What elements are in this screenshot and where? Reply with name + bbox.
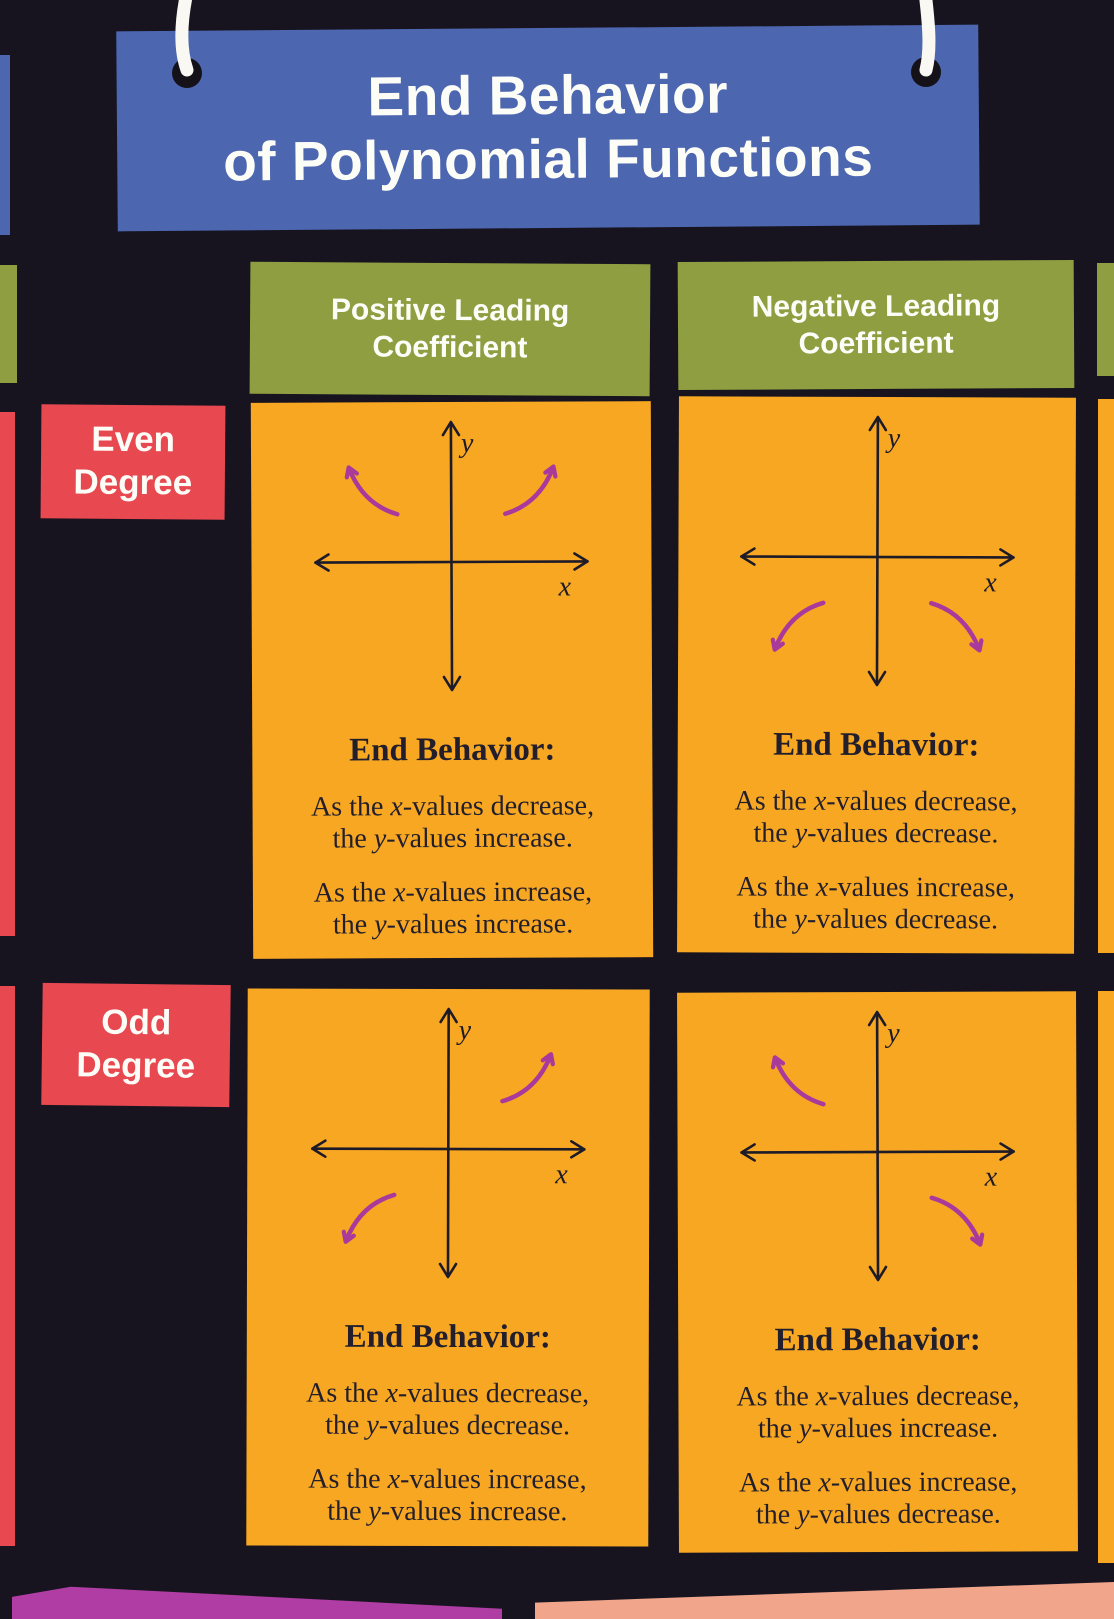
y-axis bbox=[446, 1009, 450, 1277]
end-behavior-statement: As the x-values increase,the y-values de… bbox=[739, 1466, 1018, 1531]
card-heading: End Behavior: bbox=[344, 1318, 552, 1356]
axis-arrowhead-up-icon bbox=[867, 1010, 886, 1027]
axis-arrowhead-up-icon bbox=[441, 420, 461, 437]
axis-arrowhead-left-icon bbox=[314, 553, 330, 572]
end-behavior-statement: As the x-values decrease,the y-values in… bbox=[736, 1380, 1020, 1445]
y-axis-label: y bbox=[884, 423, 900, 454]
coordinate-axes-graph: y x bbox=[314, 420, 589, 692]
x-axis bbox=[739, 555, 1015, 559]
banner-edge-sliver bbox=[0, 55, 10, 235]
y-axis-label: y bbox=[456, 1015, 472, 1046]
coordinate-axes-graph: y x bbox=[739, 415, 1015, 687]
x-axis-label: x bbox=[554, 1159, 568, 1190]
x-axis bbox=[311, 1147, 586, 1151]
end-behavior-statement: As the x-values increase,the y-values de… bbox=[736, 871, 1015, 936]
row-label-even-line2: Degree bbox=[73, 462, 193, 503]
end-behavior-statement: As the x-values increase,the y-values in… bbox=[313, 876, 593, 941]
x-axis bbox=[314, 560, 589, 564]
end-behavior-statement: As the x-values decrease,the y-values in… bbox=[310, 790, 595, 855]
end-behavior-statement: As the x-values decrease,the y-values de… bbox=[306, 1377, 590, 1442]
end-arrow-lower-left-icon bbox=[770, 600, 826, 652]
coordinate-axes-graph: y x bbox=[311, 1007, 586, 1279]
card-heading: End Behavior: bbox=[349, 731, 556, 769]
row-label-even-degree: Even Degree bbox=[40, 404, 226, 520]
column-header-positive-line2: Coefficient bbox=[372, 330, 528, 365]
column-header-negative-line2: Coefficient bbox=[798, 326, 954, 361]
coordinate-axes-graph: y x bbox=[739, 1010, 1015, 1282]
end-arrow-lower-right-icon bbox=[928, 600, 984, 653]
y-axis-label: y bbox=[884, 1018, 900, 1049]
y-axis bbox=[449, 422, 454, 690]
cutoff-column-header-right bbox=[1097, 263, 1114, 376]
column-header-negative: Negative Leading Coefficient bbox=[677, 259, 1075, 391]
row-label-even-line1: Even bbox=[91, 419, 176, 460]
end-arrow-lower-left-icon bbox=[341, 1192, 397, 1244]
axis-arrowhead-left-icon bbox=[739, 547, 756, 566]
cutoff-card-sliver-top bbox=[1098, 399, 1114, 953]
bottom-scrap-purple bbox=[12, 1586, 502, 1619]
card-heading: End Behavior: bbox=[774, 1321, 981, 1359]
row-label-odd-line2: Degree bbox=[76, 1045, 196, 1086]
cutoff-card-sliver-bottom bbox=[1098, 991, 1114, 1563]
x-axis-label: x bbox=[983, 1162, 997, 1193]
card-even-positive: y x End Behavior: As the x-values decrea… bbox=[250, 401, 654, 959]
axis-arrowhead-right-icon bbox=[998, 1142, 1015, 1161]
poster-title-line2: of Polynomial Functions bbox=[222, 125, 874, 193]
end-behavior-statement: As the x-values increase,the y-values in… bbox=[308, 1463, 587, 1528]
axis-arrowhead-up-icon bbox=[868, 415, 887, 432]
column-header-positive-line1: Positive Leading bbox=[330, 292, 570, 328]
y-axis-label: y bbox=[458, 428, 474, 459]
axis-arrowhead-right-icon bbox=[998, 548, 1015, 567]
y-axis bbox=[875, 1012, 879, 1280]
x-axis-label: x bbox=[558, 571, 572, 602]
end-arrow-upper-right-icon bbox=[503, 464, 558, 517]
axis-arrowhead-down-icon bbox=[438, 1262, 458, 1279]
bottom-scrap-peach bbox=[535, 1581, 1114, 1619]
y-axis bbox=[875, 417, 879, 685]
x-axis bbox=[739, 1150, 1015, 1154]
end-arrow-upper-left-icon bbox=[344, 465, 400, 517]
column-header-negative-line1: Negative Leading bbox=[751, 288, 1001, 324]
card-odd-positive: y x End Behavior: As the x-values decrea… bbox=[246, 988, 650, 1547]
axis-arrowhead-down-icon bbox=[867, 670, 886, 687]
column-header-positive: Positive Leading Coefficient bbox=[249, 261, 651, 397]
end-behavior-statement: As the x-values decrease,the y-values de… bbox=[734, 785, 1018, 850]
axis-arrowhead-right-icon bbox=[569, 1140, 586, 1159]
end-arrow-lower-right-icon bbox=[928, 1195, 984, 1247]
cutoff-row-label-sliver-bottom bbox=[0, 986, 15, 1546]
cutoff-column-header-left bbox=[0, 265, 17, 383]
axis-arrowhead-left-icon bbox=[311, 1139, 327, 1158]
axis-arrowhead-down-icon bbox=[442, 675, 462, 692]
cutoff-row-label-sliver-top bbox=[0, 412, 15, 936]
title-banner: End Behavior of Polynomial Functions bbox=[116, 24, 980, 232]
axis-arrowhead-up-icon bbox=[439, 1007, 458, 1024]
poster-title-line1: End Behavior bbox=[367, 62, 729, 128]
end-arrow-upper-right-icon bbox=[500, 1052, 555, 1104]
row-label-odd-line1: Odd bbox=[101, 1002, 172, 1043]
x-axis-label: x bbox=[983, 567, 997, 598]
card-even-negative: y x End Behavior: As the x-values decrea… bbox=[677, 396, 1076, 954]
card-odd-negative: y x End Behavior: As the x-values decrea… bbox=[677, 991, 1078, 1553]
axis-arrowhead-left-icon bbox=[739, 1143, 756, 1162]
axis-arrowhead-down-icon bbox=[868, 1265, 887, 1282]
card-heading: End Behavior: bbox=[773, 726, 980, 764]
row-label-odd-degree: Odd Degree bbox=[41, 982, 231, 1108]
end-arrow-upper-left-icon bbox=[770, 1055, 826, 1107]
axis-arrowhead-right-icon bbox=[573, 552, 589, 571]
